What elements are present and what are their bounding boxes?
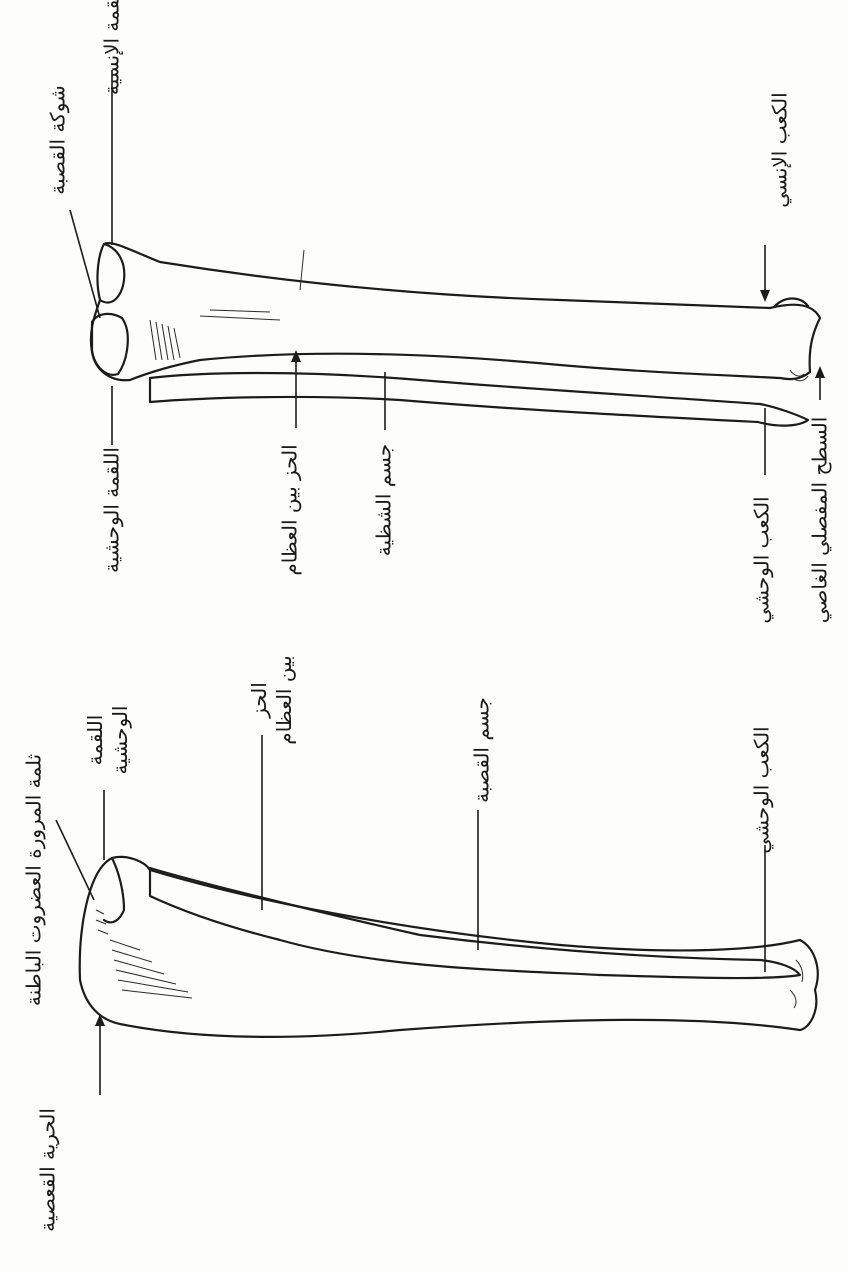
leader-lines	[56, 70, 825, 1095]
distal-end-detail	[790, 960, 803, 1008]
hatching-upper	[150, 250, 304, 360]
label-lateral-head: اللقمة الوحشية	[83, 706, 133, 775]
label-lateral-head-line2: الوحشية	[108, 706, 133, 775]
label-articular-surface: السطح المفصلي الغاصي	[808, 417, 833, 624]
fibula-outline	[150, 373, 808, 426]
tibia-outline	[91, 243, 820, 380]
tibial-plateau	[100, 244, 124, 303]
label-interosseous-right: الحز بين العظام	[278, 444, 303, 575]
label-interosseous-line1: الحز	[247, 655, 272, 744]
label-fibula-shaft: جسم الشظية	[372, 444, 397, 557]
lateral-condyle-facet	[92, 314, 128, 375]
label-olecranon-crest: الحرية القعصية	[36, 1108, 61, 1232]
label-tibial-spine: شوكة القصبة	[46, 85, 71, 195]
tibia-fibula-posterior-drawing	[80, 857, 818, 1037]
lateral-condyle-posterior	[104, 858, 124, 922]
tibia-posterior-outline	[80, 857, 818, 1037]
label-interosseous-left: الحز بين العظام	[247, 655, 297, 744]
fibula-posterior-outline	[150, 868, 800, 978]
label-interosseous-line2: بين العظام	[272, 655, 297, 744]
label-lateral-head-line1: اللقمة	[83, 706, 108, 775]
tibia-fibula-anterior-drawing	[91, 243, 820, 426]
label-lateral-malleolus-right: الكعب الوحشي	[750, 496, 775, 623]
label-medial-malleolus: الكعب الإنسي	[768, 92, 793, 207]
label-shaft: جسم القصبة	[470, 697, 495, 803]
label-lateral-condyle: اللقمة الوحشية	[100, 447, 125, 573]
label-trochlear-notch: ثلمة المرورة العضروت الباطنة	[22, 754, 47, 1006]
label-lateral-malleolus-left: الكعب الوحشي	[750, 726, 775, 853]
label-medial-condyle: اللقمة الإنسية	[100, 0, 125, 95]
